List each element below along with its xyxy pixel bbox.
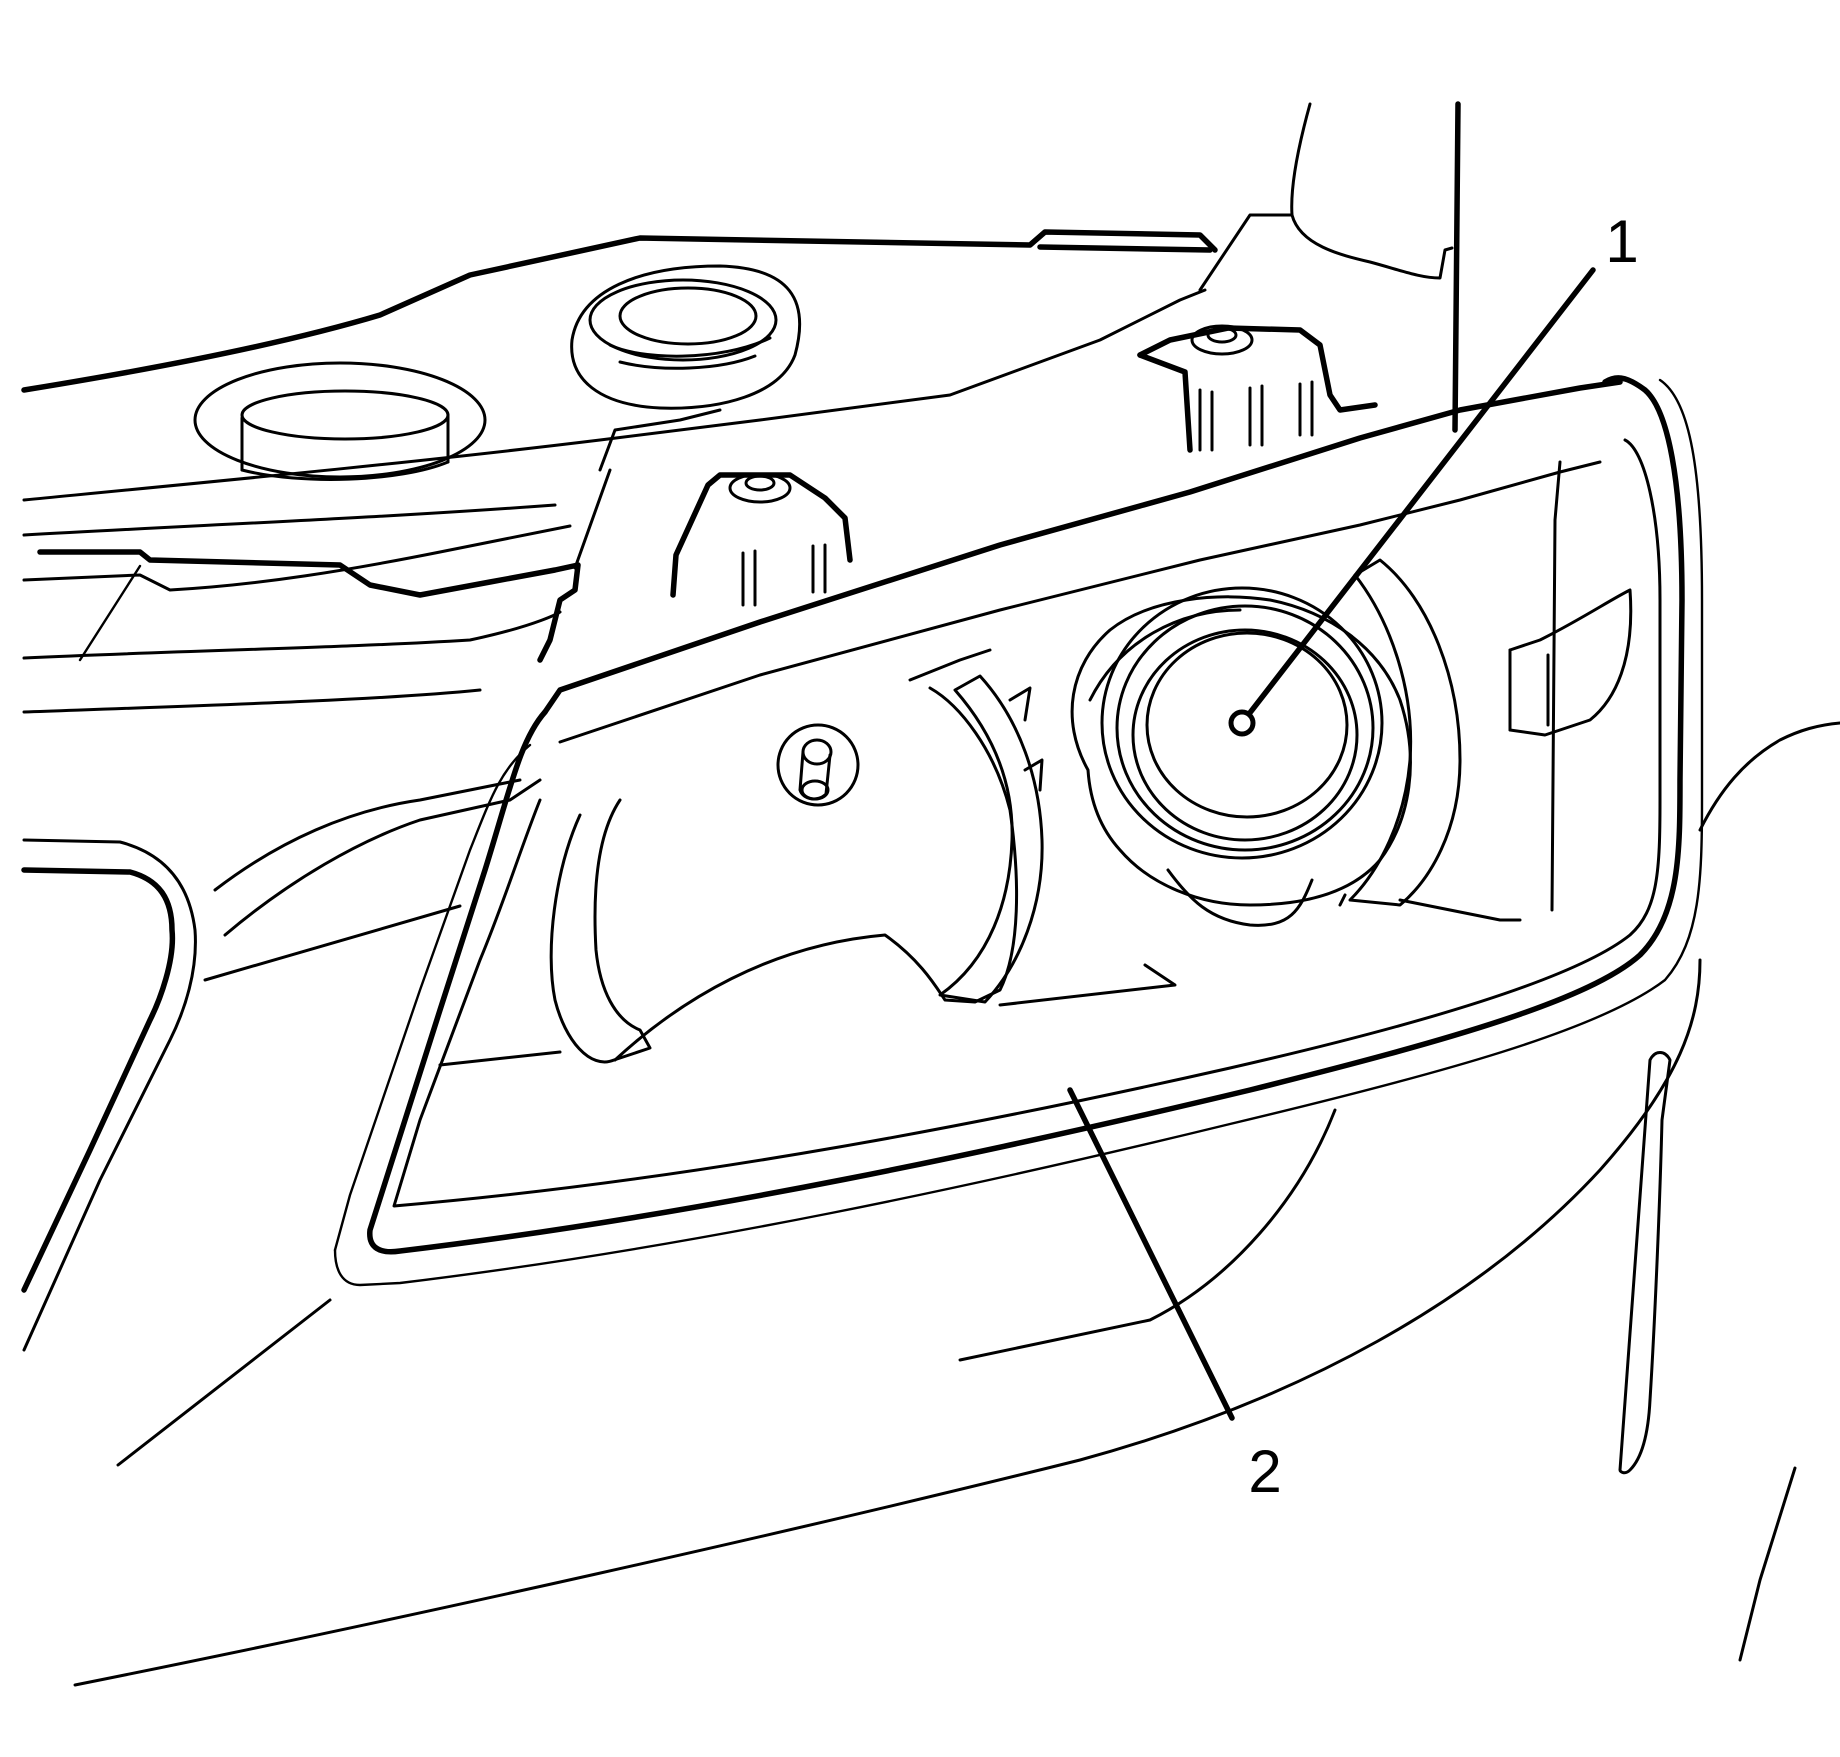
callout-1-target-dot [1228, 709, 1256, 737]
callout-1-label: 1 [1605, 208, 1638, 275]
reservoir-cap-right [570, 264, 802, 410]
low-beam-reflector [438, 648, 1177, 1067]
callout-2-label: 2 [1248, 1438, 1281, 1505]
projector-lens [1070, 460, 1633, 927]
callout-1: 1 [1228, 208, 1639, 737]
hood-edge [1198, 101, 1461, 433]
reservoir-cap-left [193, 361, 487, 481]
mounting-bracket-right [1137, 324, 1378, 453]
front-fascia [21, 721, 1840, 1687]
adjuster-stud [776, 723, 860, 807]
mounting-bracket-left [670, 472, 853, 607]
headlamp-housing [333, 375, 1704, 1287]
callout-2: 2 [1067, 1087, 1282, 1505]
radiator-support [21, 229, 1218, 714]
